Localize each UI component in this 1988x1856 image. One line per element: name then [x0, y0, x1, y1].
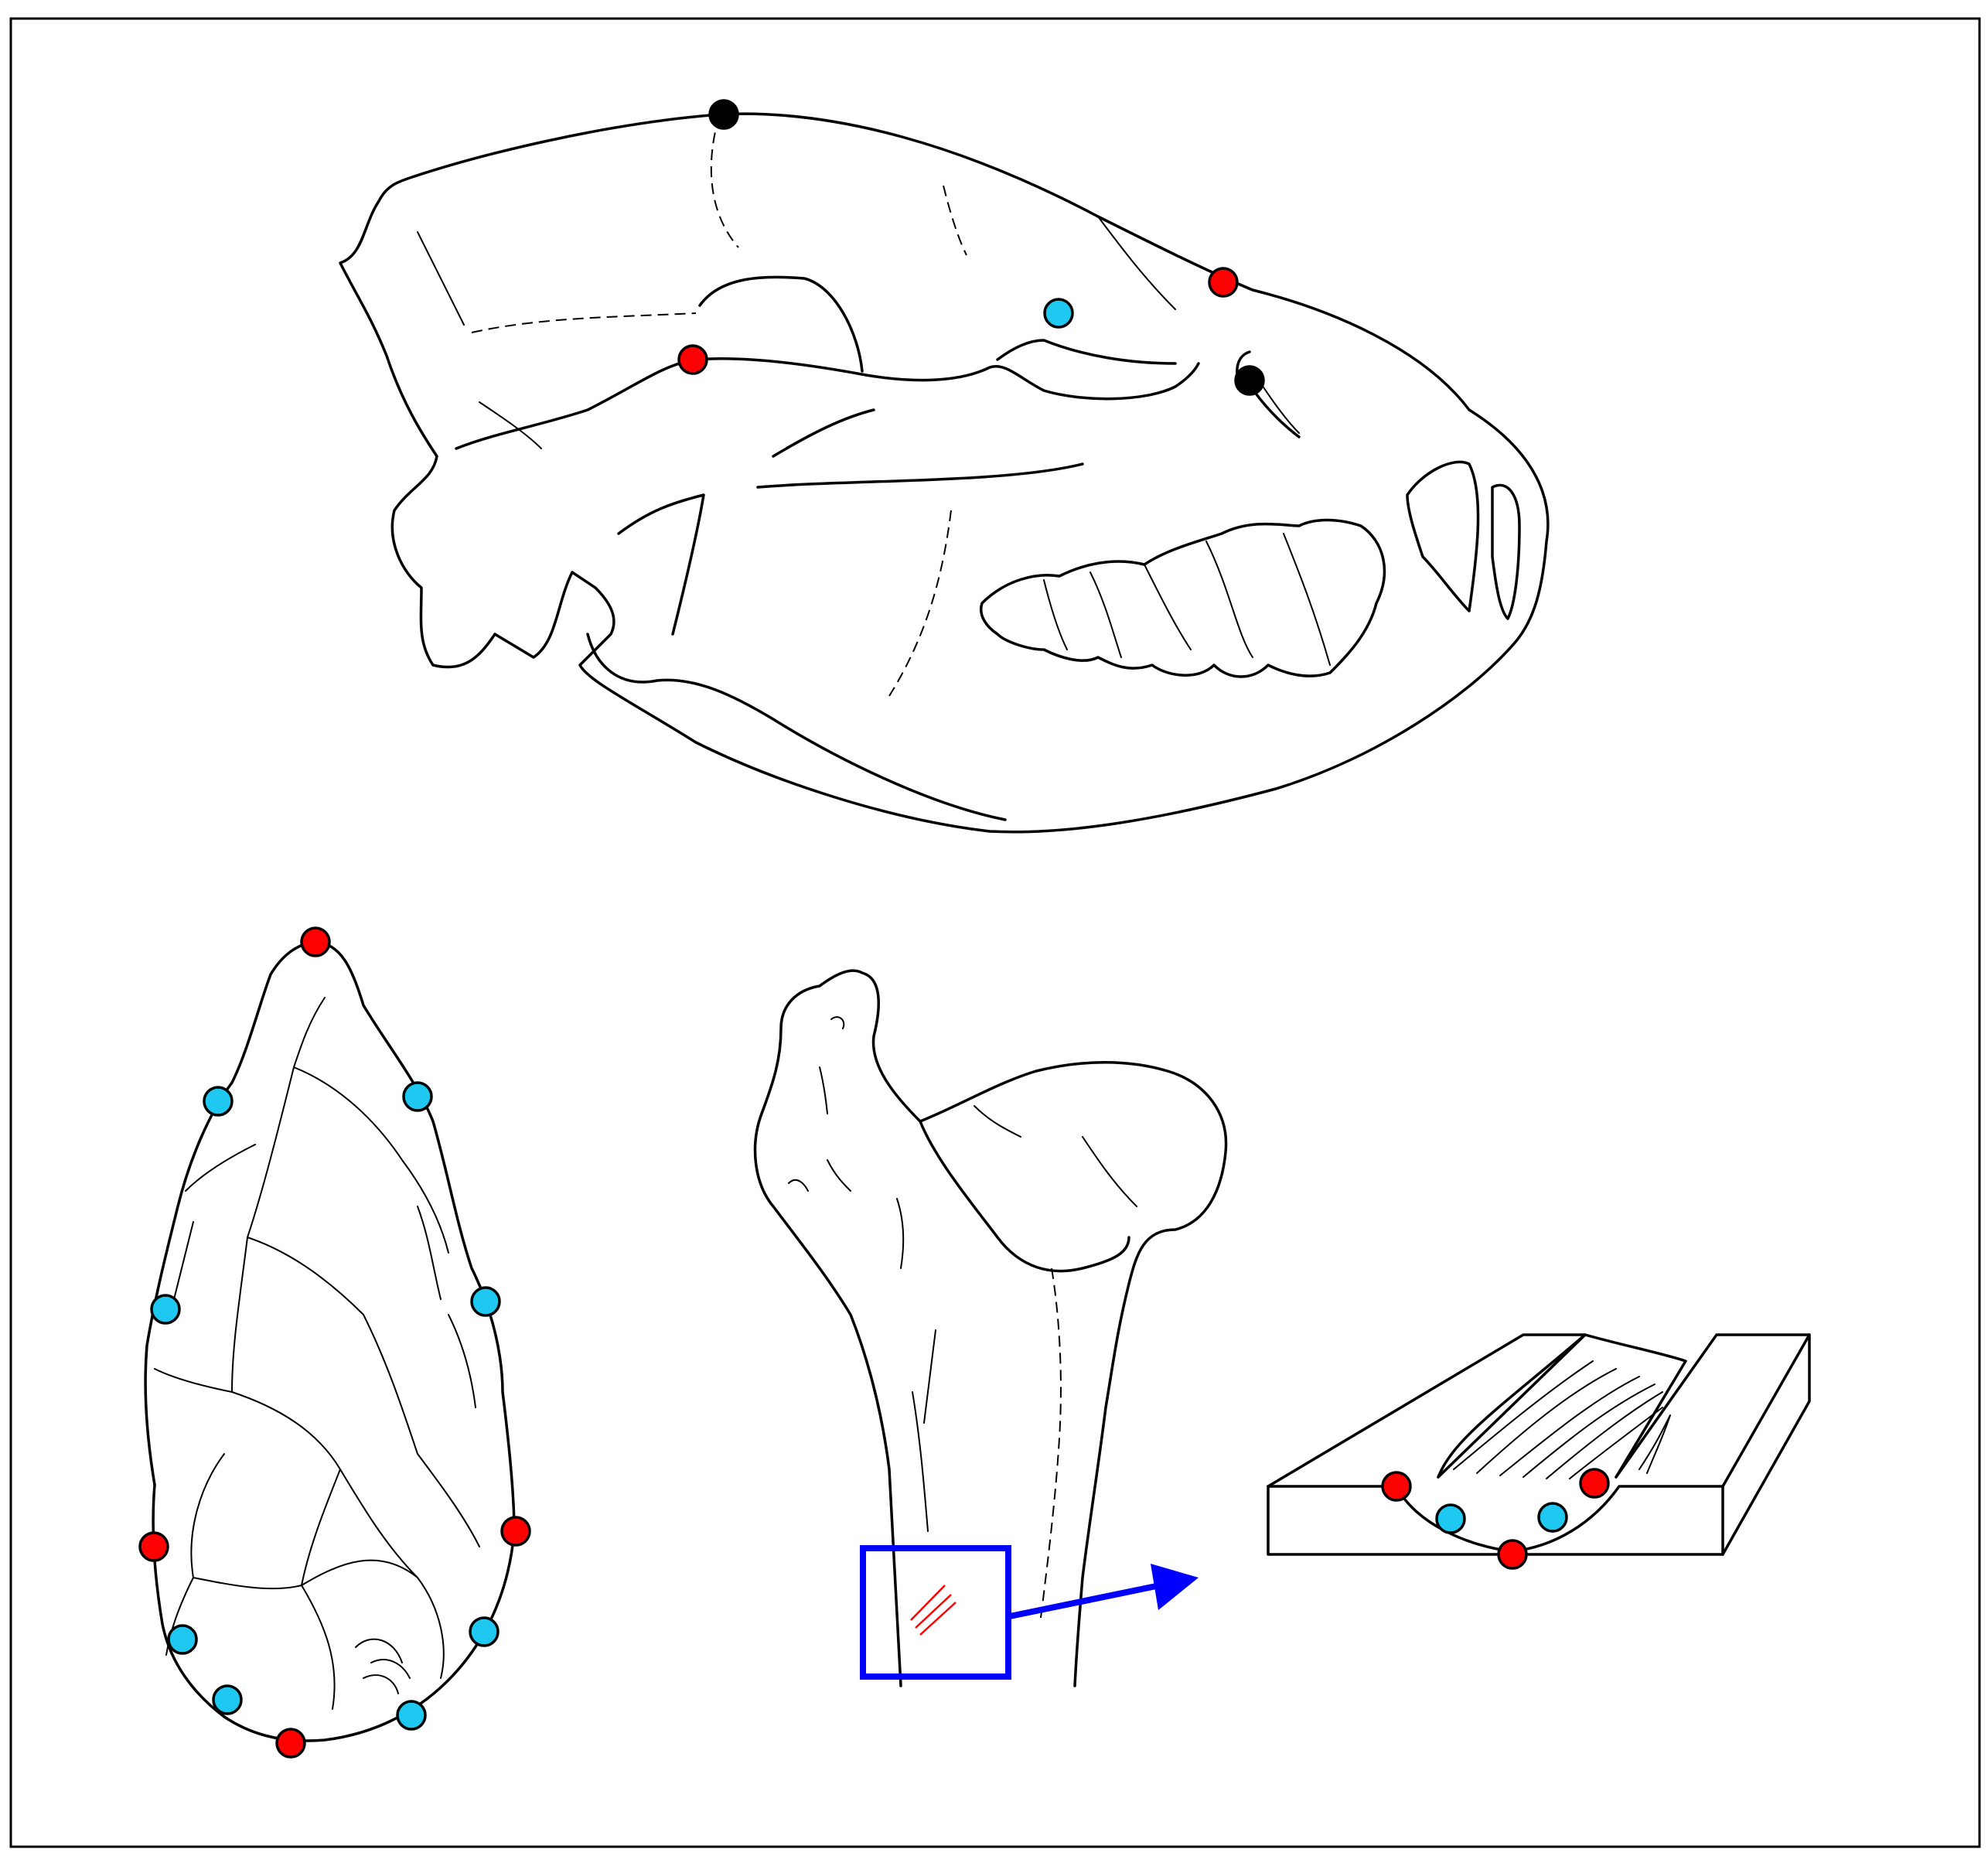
skull-suture-sagittal [710, 115, 739, 248]
femur-outline [753, 969, 1228, 1687]
skull-landmark-fixed-2-hook [1236, 350, 1301, 438]
skull-suture-lateral [471, 312, 697, 333]
handaxe-landmark-blue-7 [212, 1684, 243, 1715]
zoom-arrow-shaft [1009, 1582, 1161, 1619]
block-landmark-red-right [1579, 1468, 1610, 1499]
handaxe-landmark-blue-1 [203, 1086, 234, 1117]
skull-mandible-ramus [617, 493, 705, 636]
block-groove-flake [1638, 1414, 1671, 1474]
skull-drawing [339, 99, 1550, 834]
skull-cranium-outline [339, 112, 1550, 834]
skull-landmark-red-1 [1208, 267, 1239, 298]
handaxe-landmark-blue-3 [150, 1294, 181, 1325]
block-front [1267, 1485, 1724, 1556]
block-top-right [1615, 1333, 1811, 1488]
block-landmark-blue-right [1537, 1502, 1568, 1533]
skull-temporal-fossa [698, 275, 864, 373]
handaxe-landmark-blue-2 [402, 1081, 433, 1112]
handaxe-landmark-blue-5 [167, 1624, 198, 1655]
handaxe-edge-retouch [169, 1206, 476, 1694]
handaxe-landmark-red-right [500, 1516, 531, 1547]
zoom-arrow-head [1151, 1564, 1199, 1610]
skull-molars [980, 518, 1386, 678]
skull-zygomatic-arch [455, 357, 1200, 450]
handaxe-landmark-red-left [138, 1531, 169, 1562]
handaxe-landmark-blue-6 [469, 1616, 500, 1647]
skull-mandible [586, 633, 1007, 821]
handaxe-drawing [138, 926, 531, 1759]
handaxe-landmark-blue-4 [470, 1286, 501, 1317]
block-landmark-red-left [1381, 1471, 1412, 1502]
femur-drawing [753, 969, 1228, 1687]
skull-canine [1406, 460, 1480, 612]
skull-zygomatic-lower [756, 408, 1084, 489]
skull-landmark-fixed-2 [1234, 365, 1265, 396]
handaxe-flake-scars [154, 997, 480, 1710]
skull-orbit [996, 339, 1177, 365]
block-top-left [1267, 1333, 1587, 1488]
block-side [1721, 1333, 1811, 1556]
femur-cut-marks [910, 1585, 956, 1636]
block-groove [1437, 1333, 1687, 1479]
skull-landmark-fixed-1 [708, 99, 739, 130]
femur-shaft-line [1039, 1267, 1062, 1625]
skull-molar-details [1043, 533, 1331, 666]
block-landmark-red-bottom [1497, 1539, 1528, 1570]
skull-incisors [1491, 483, 1521, 620]
handaxe-landmark-red-base [275, 1728, 306, 1759]
skull-suture-mandible [888, 510, 952, 697]
skull-landmark-blue-1 [1043, 298, 1074, 329]
block-groove-texture [1453, 1360, 1663, 1479]
femur-zoom-box [860, 1545, 1011, 1680]
cut-mark-block-drawing [1267, 1333, 1811, 1570]
skull-suture-coronal [943, 185, 967, 256]
femur-trochanter-detail [788, 1016, 1137, 1424]
block-landmark-blue-left [1435, 1503, 1466, 1534]
handaxe-landmark-blue-8 [396, 1700, 427, 1731]
skull-cranial-ridges [417, 231, 542, 449]
handaxe-landmark-red-tip [300, 926, 331, 957]
figure-frame [9, 17, 1981, 1848]
femur-shaft-contour [912, 1391, 929, 1532]
femur-head [919, 1120, 1130, 1273]
skull-landmark-red-2 [677, 344, 708, 375]
